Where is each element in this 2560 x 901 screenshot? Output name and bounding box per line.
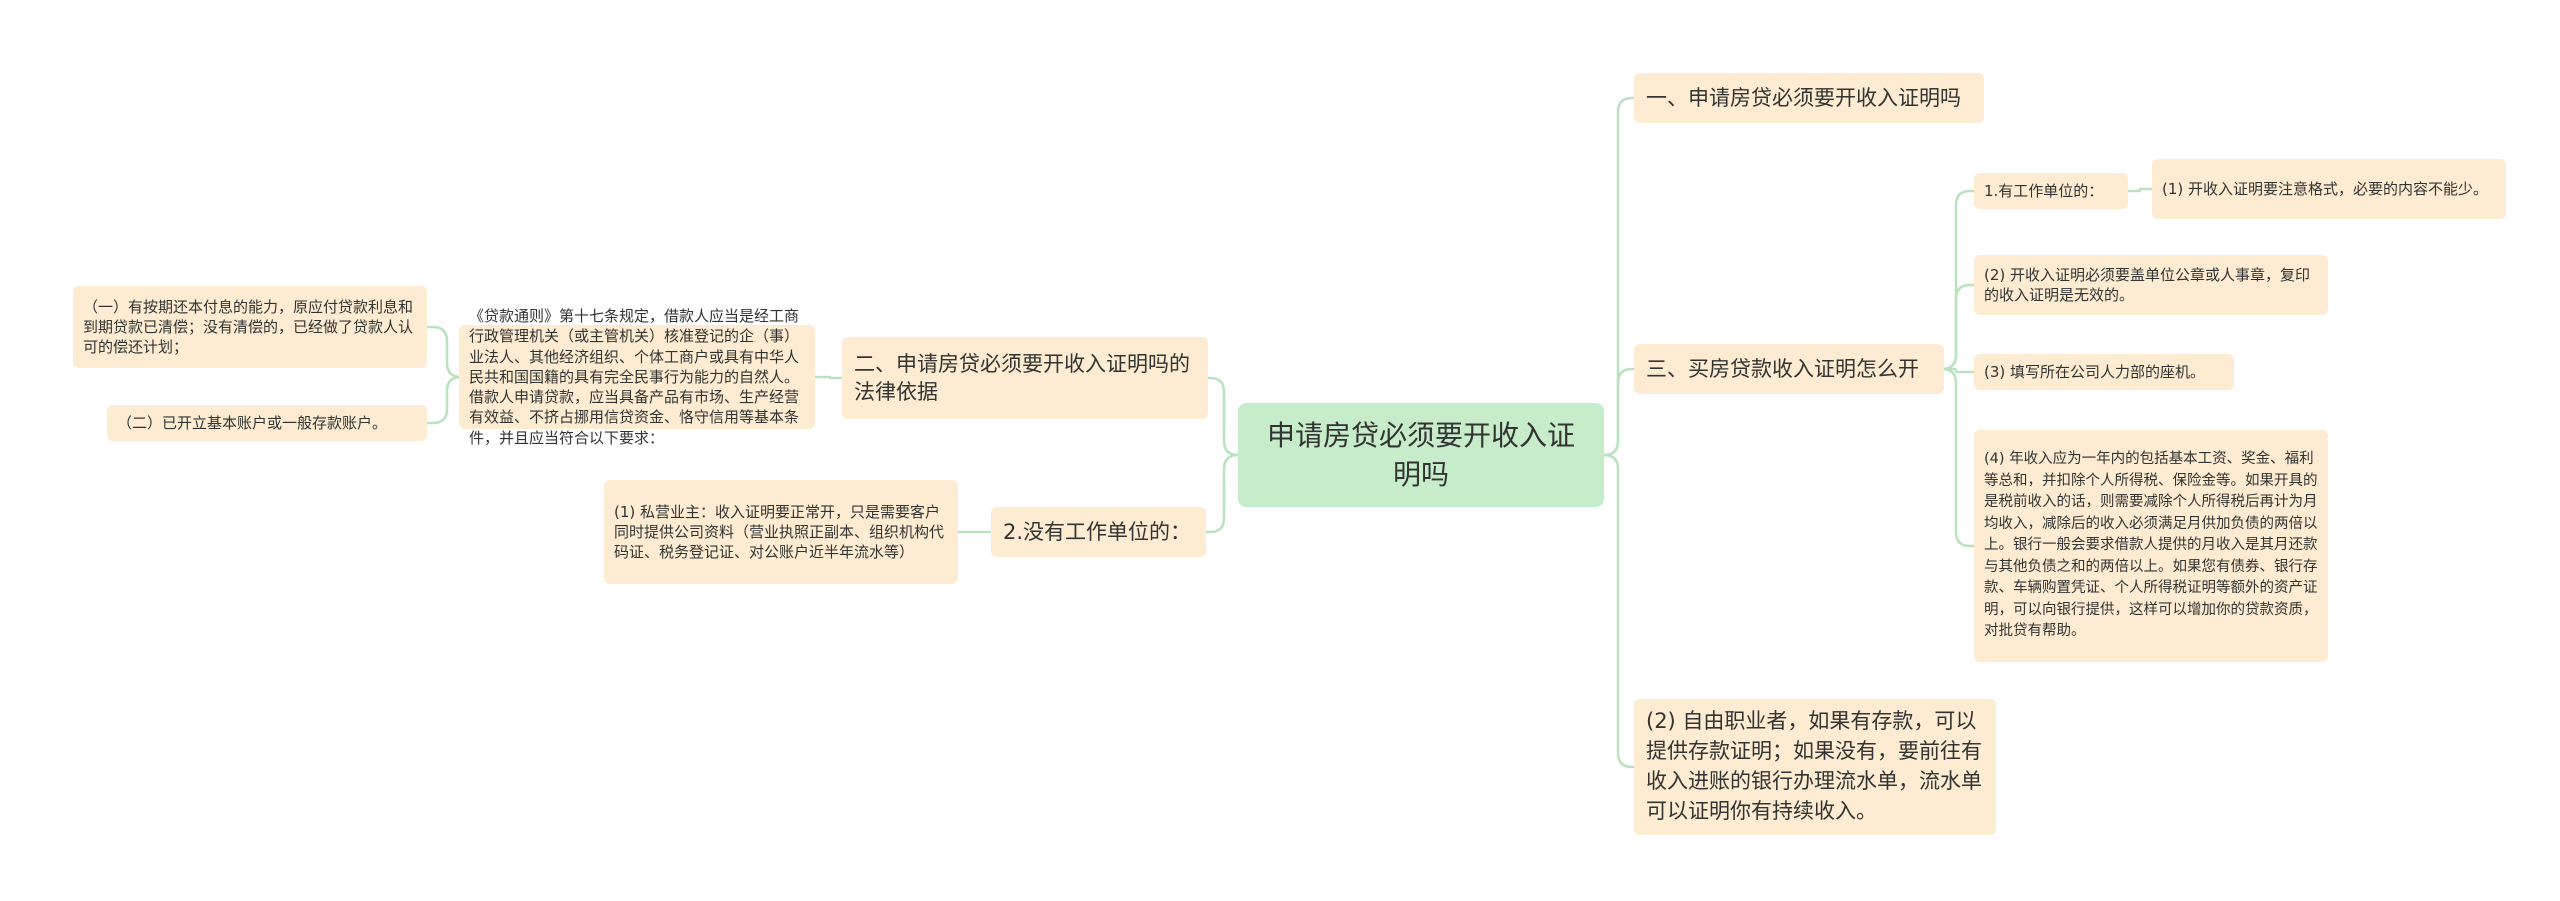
topic-job-item-2-label: (2) 开收入证明必须要盖单位公章或人事章，复印的收入证明是无效的。 (1984, 265, 2311, 304)
topic-freelancer-label: (2) 自由职业者，如果有存款，可以提供存款证明；如果没有，要前往有收入进账的银… (1646, 709, 1982, 823)
topic-legal-rule[interactable]: 《贷款通则》第十七条规定，借款人应当是经工商行政管理机关（或主管机关）核准登记的… (459, 307, 815, 447)
topic-no-job-item-label: (1) 私营业主：收入证明要正常开，只是需要客户同时提供公司资料（营业执照正副本… (614, 502, 945, 562)
topic-freelancer[interactable]: (2) 自由职业者，如果有存款，可以提供存款证明；如果没有，要前往有收入进账的银… (1634, 699, 1996, 835)
topic-branch-3[interactable]: 三、买房贷款收入证明怎么开 (1634, 344, 1944, 394)
topic-job-item-1-label: (1) 开收入证明要注意格式，必要的内容不能少。 (2162, 179, 2489, 198)
topic-job-item-3-label: (3) 填写所在公司人力部的座机。 (1984, 362, 2206, 381)
connector-line-8 (1944, 367, 1974, 374)
connector-line-5 (1206, 453, 1239, 534)
topic-branch-2-label: 二、申请房贷必须要开收入证明吗的法律依据 (854, 351, 1190, 404)
topic-job-item-1[interactable]: (1) 开收入证明要注意格式，必要的内容不能少。 (2152, 159, 2506, 219)
topic-legal-req-2-label: （二）已开立基本账户或一般存款账户。 (117, 413, 388, 432)
topic-no-job[interactable]: 2.没有工作单位的： (991, 507, 1206, 557)
topic-branch-1[interactable]: 一、申请房贷必须要开收入证明吗 (1634, 73, 1984, 123)
topic-job-holder-label: 1.有工作单位的： (1984, 181, 2104, 200)
root-topic[interactable]: 申请房贷必须要开收入证明吗 (1238, 403, 1604, 507)
connector-line-9 (1941, 367, 1974, 548)
topic-legal-req-1[interactable]: （一）有按期还本付息的能力，原应付贷款利息和到期贷款已清偿；没有清偿的，已经做了… (73, 286, 427, 368)
topic-branch-3-label: 三、买房贷款收入证明怎么开 (1646, 356, 1919, 381)
topic-legal-rule-label: 《贷款通则》第十七条规定，借款人应当是经工商行政管理机关（或主管机关）核准登记的… (469, 307, 800, 447)
connector-line-7 (1941, 283, 1974, 371)
connector-line-6 (1941, 189, 1974, 371)
topic-job-item-3[interactable]: (3) 填写所在公司人力部的座机。 (1974, 354, 2234, 390)
connector-line-12 (427, 325, 462, 379)
connector-line-11 (815, 375, 842, 380)
topic-branch-2[interactable]: 二、申请房贷必须要开收入证明吗的法律依据 (842, 337, 1208, 419)
connector-line-13 (427, 375, 462, 425)
topic-job-item-4[interactable]: (4) 年收入应为一年内的包括基本工资、奖金、福利等总和，并扣除个人所得税、保险… (1974, 430, 2328, 662)
connector-line-2 (1603, 367, 1634, 457)
topic-legal-req-2[interactable]: （二）已开立基本账户或一般存款账户。 (107, 405, 427, 441)
topic-branch-1-label: 一、申请房贷必须要开收入证明吗 (1646, 85, 1961, 110)
topic-job-item-4-label: (4) 年收入应为一年内的包括基本工资、奖金、福利等总和，并扣除个人所得税、保险… (1984, 451, 2318, 640)
topic-job-item-2[interactable]: (2) 开收入证明必须要盖单位公章或人事章，复印的收入证明是无效的。 (1974, 255, 2328, 315)
topic-job-holder[interactable]: 1.有工作单位的： (1974, 173, 2128, 209)
topic-legal-req-1-label: （一）有按期还本付息的能力，原应付贷款利息和到期贷款已清偿；没有清偿的，已经做了… (83, 297, 414, 357)
topic-no-job-label: 2.没有工作单位的： (1003, 519, 1192, 544)
connector-line-3 (1603, 453, 1634, 769)
topic-no-job-item[interactable]: (1) 私营业主：收入证明要正常开，只是需要客户同时提供公司资料（营业执照正副本… (604, 480, 958, 584)
root-topic-label: 申请房贷必须要开收入证明吗 (1266, 418, 1575, 491)
connector-line-10 (2128, 187, 2152, 193)
connector-line-4 (1208, 376, 1239, 457)
